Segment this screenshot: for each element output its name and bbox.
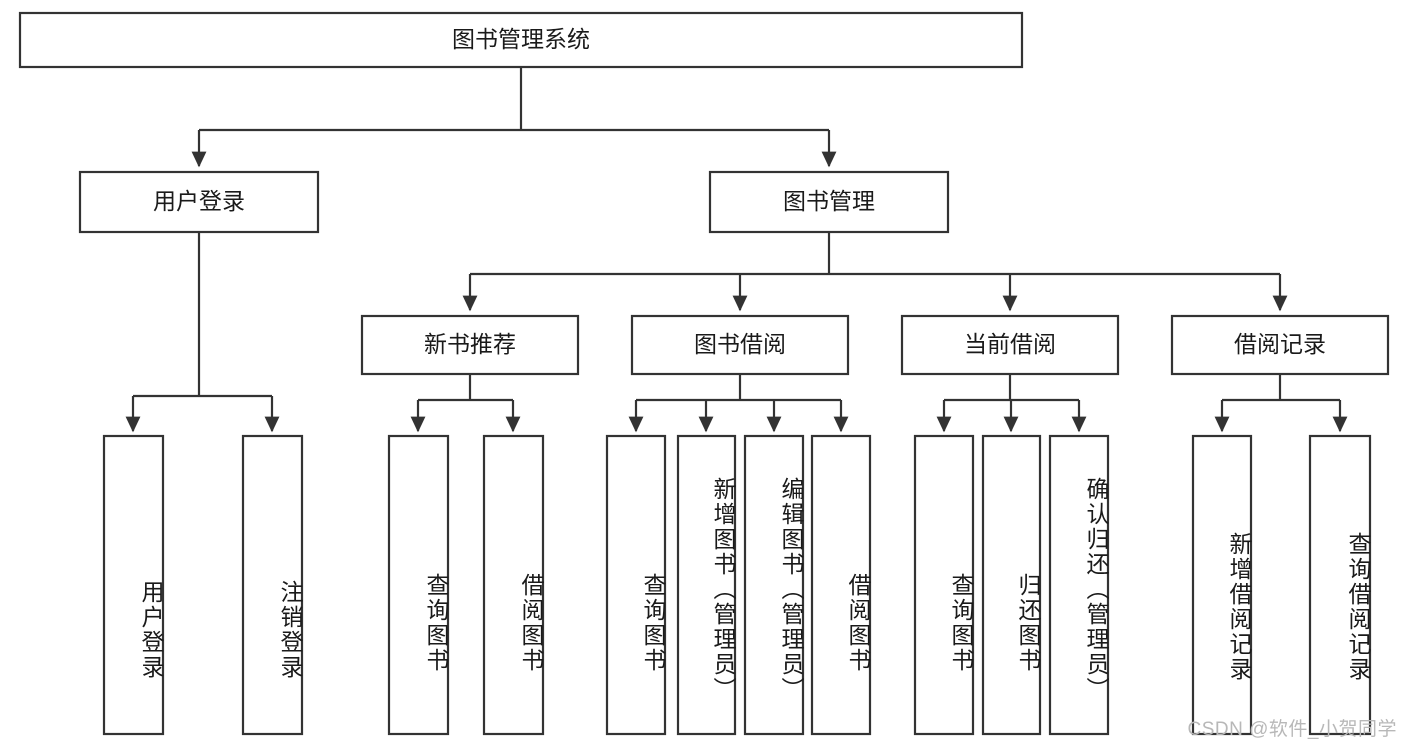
leaf-query-book-3-box[interactable] — [913, 434, 975, 736]
node-book-manage-box[interactable] — [708, 170, 950, 234]
node-book-borrow-box[interactable] — [630, 314, 850, 376]
node-user-login-box[interactable] — [78, 170, 320, 234]
connector-group-book-manage — [462, 232, 1288, 312]
connector-group-book-borrow — [628, 374, 849, 433]
node-book-manage[interactable]: 图书管理 — [708, 170, 950, 234]
connector-group-user-login — [125, 232, 280, 433]
node-root-label: 图书管理系统 — [452, 26, 590, 52]
node-book-borrow-label: 图书借阅 — [694, 331, 786, 357]
node-current-borrow-box[interactable] — [900, 314, 1120, 376]
leaf-boxes — [102, 434, 1372, 736]
leaf-user-logout-box[interactable] — [241, 434, 304, 736]
node-current-borrow-label: 当前借阅 — [964, 331, 1056, 357]
node-book-manage-label: 图书管理 — [783, 188, 875, 214]
leaf-borrow-book-2-box[interactable] — [810, 434, 872, 736]
node-user-login-label: 用户登录 — [153, 188, 245, 214]
leaf-confirm-return-box[interactable] — [1048, 434, 1110, 736]
leaf-query-book-2-box[interactable] — [605, 434, 667, 736]
leaf-return-book-box[interactable] — [981, 434, 1042, 736]
leaf-query-book-1-box[interactable] — [387, 434, 450, 736]
node-new-book-recommend-label: 新书推荐 — [424, 331, 516, 357]
node-borrow-record-box[interactable] — [1170, 314, 1390, 376]
csdn-watermark: CSDN @软件_小贺同学 — [1187, 719, 1397, 740]
connector-group-root — [191, 67, 837, 168]
leaf-edit-book-box[interactable] — [743, 434, 805, 736]
node-book-borrow[interactable]: 图书借阅 — [630, 314, 850, 376]
node-new-book-recommend[interactable]: 新书推荐 — [360, 314, 580, 376]
node-borrow-record-label: 借阅记录 — [1234, 331, 1326, 357]
node-root-box[interactable] — [18, 11, 1024, 69]
node-user-login[interactable]: 用户登录 — [78, 170, 320, 234]
leaf-add-book-box[interactable] — [676, 434, 737, 736]
leaf-query-record-box[interactable] — [1308, 434, 1372, 736]
node-current-borrow[interactable]: 当前借阅 — [900, 314, 1120, 376]
leaf-user-login-box[interactable] — [102, 434, 165, 736]
node-borrow-record[interactable]: 借阅记录 — [1170, 314, 1390, 376]
connector-group-current-borrow — [936, 374, 1087, 433]
connector-group-borrow-record — [1214, 374, 1348, 433]
connector-group-new-book — [410, 374, 521, 433]
node-new-book-recommend-box[interactable] — [360, 314, 580, 376]
node-root[interactable]: 图书管理系统 — [18, 11, 1024, 69]
leaf-borrow-book-1-box[interactable] — [482, 434, 545, 736]
leaf-add-record-box[interactable] — [1191, 434, 1253, 736]
